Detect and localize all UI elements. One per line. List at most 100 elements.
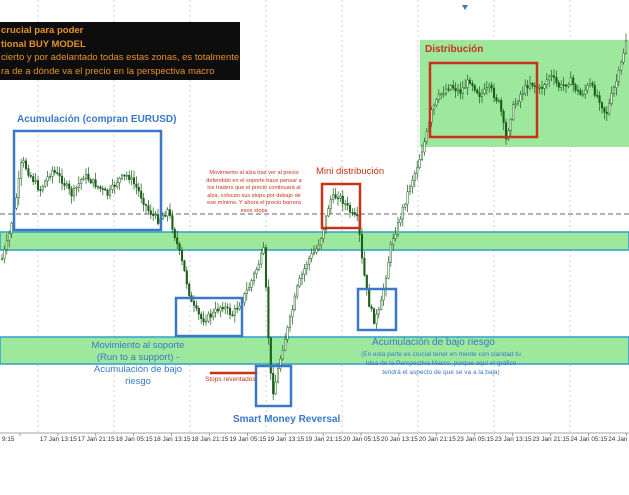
candle-body-83 <box>200 313 203 319</box>
candle-body-11 <box>27 168 30 176</box>
candle-body-154 <box>370 306 373 309</box>
candle-body-113 <box>272 372 275 395</box>
candle-body-43 <box>104 188 107 191</box>
candle-body-216 <box>519 94 522 102</box>
x-tick-label-6: 19 Jan 05:15 <box>229 436 266 443</box>
candle-body-119 <box>286 326 289 340</box>
x-tick-label-1: 17 Jan 13:15 <box>40 436 77 443</box>
candle-body-257 <box>617 70 620 82</box>
candle-body-117 <box>281 349 284 360</box>
mini-distribution-box <box>320 182 362 230</box>
candle-body-64 <box>154 214 157 216</box>
candle-body-171 <box>411 180 414 188</box>
candle-body-84 <box>202 318 205 323</box>
candle-body-151 <box>363 257 366 276</box>
candle-body-233 <box>560 84 563 88</box>
candle-body-133 <box>320 238 323 246</box>
note-macro: (En esta parte es crucial tener en mente… <box>361 351 521 376</box>
candle-body-148 <box>356 214 359 217</box>
candle-body-142 <box>341 195 344 205</box>
candle-body-80 <box>192 301 196 306</box>
candle-body-228 <box>548 76 551 81</box>
candle-body-109 <box>262 247 265 254</box>
distribution-box <box>428 61 539 139</box>
run-to-support-box <box>174 296 244 338</box>
candle-body-111 <box>267 286 270 338</box>
candle-body-52 <box>125 174 128 177</box>
candle-body-6 <box>15 197 18 209</box>
candle-body-208 <box>500 100 503 112</box>
candle-body-155 <box>372 308 376 324</box>
candle-body-22 <box>53 170 56 173</box>
candle-body-164 <box>394 234 397 240</box>
candle-body-241 <box>579 90 582 95</box>
candle-body-105 <box>252 273 256 282</box>
candle-body-256 <box>615 81 618 88</box>
candle-body-187 <box>449 85 452 90</box>
candle-body-167 <box>401 206 404 220</box>
candle-body-15 <box>36 180 40 190</box>
candle-body-114 <box>274 381 277 395</box>
candle-body-104 <box>250 280 253 288</box>
candle-body-254 <box>610 93 613 104</box>
candle-body-250 <box>600 102 604 109</box>
candle-body-126 <box>303 268 306 275</box>
candle-body-46 <box>111 184 114 190</box>
candle-body-236 <box>567 84 570 87</box>
candle-body-240 <box>576 89 580 92</box>
candle-body-86 <box>207 313 210 322</box>
candle-body-116 <box>279 358 282 369</box>
x-tick-label-8: 19 Jan 21:15 <box>305 436 342 443</box>
candle-body-41 <box>99 186 102 189</box>
candle-body-127 <box>305 263 308 269</box>
candle-body-36 <box>87 173 90 180</box>
candle-body-237 <box>569 77 572 85</box>
candle-body-93 <box>224 306 227 310</box>
candle-body-37 <box>89 179 92 184</box>
label-mini-distribucion: Mini distribución <box>316 166 385 177</box>
candle-body-152 <box>365 275 368 290</box>
candle-body-72 <box>173 229 176 239</box>
candle-body-45 <box>108 189 112 196</box>
candle-body-2 <box>5 240 8 250</box>
candle-body-59 <box>142 198 145 205</box>
candle-body-201 <box>483 88 486 94</box>
candle-body-38 <box>92 179 95 184</box>
candle-body-227 <box>545 79 548 85</box>
candle-body-12 <box>29 175 32 177</box>
candle-body-158 <box>380 299 383 310</box>
candle-body-122 <box>293 295 296 310</box>
candle-body-183 <box>440 93 443 96</box>
candle-body-195 <box>468 79 472 84</box>
candle-body-124 <box>298 278 301 287</box>
candle-body-259 <box>622 52 625 63</box>
candle-body-34 <box>82 178 85 180</box>
candle-body-75 <box>180 250 184 262</box>
candle-body-166 <box>399 218 402 223</box>
candle-body-9 <box>22 160 25 163</box>
low-risk-accumulation-box <box>356 287 398 332</box>
candle-body-199 <box>478 92 481 98</box>
candle-body-0 <box>0 258 4 260</box>
candle-body-209 <box>502 111 505 123</box>
candle-body-239 <box>574 84 577 91</box>
candle-body-68 <box>164 215 167 217</box>
candle-body-246 <box>591 83 594 86</box>
candle-body-188 <box>452 85 455 89</box>
candle-body-196 <box>471 83 474 86</box>
candle-body-200 <box>480 93 484 98</box>
candle-body-190 <box>456 89 460 92</box>
candle-body-74 <box>178 243 181 251</box>
candle-body-108 <box>260 253 263 265</box>
label-acumulacion: Acumulación (compran EURUSD) <box>17 114 177 125</box>
candle-body-18 <box>44 180 47 187</box>
candle-body-176 <box>423 141 426 153</box>
candle-body-197 <box>473 85 476 91</box>
candle-body-25 <box>60 175 64 184</box>
candle-body-131 <box>315 248 318 253</box>
candle-body-77 <box>185 270 188 285</box>
candle-body-193 <box>464 86 467 89</box>
candle-body-177 <box>425 131 428 142</box>
candle-body-247 <box>593 85 596 96</box>
candle-body-222 <box>533 85 536 87</box>
